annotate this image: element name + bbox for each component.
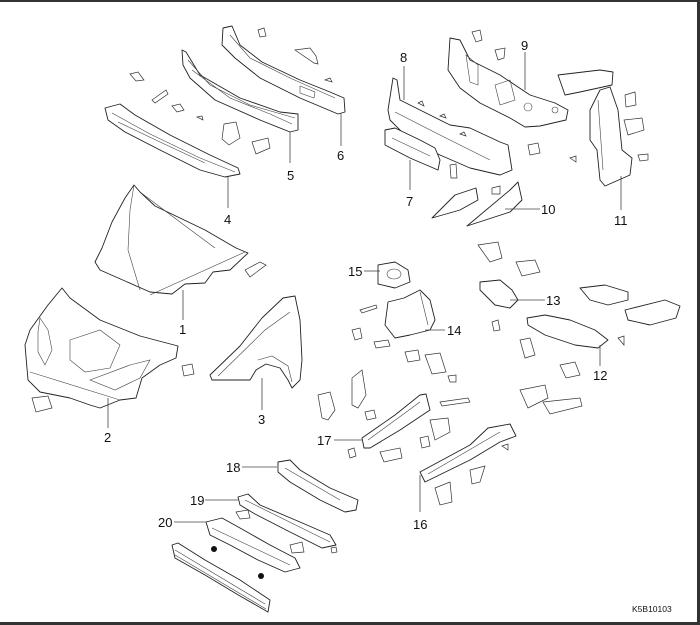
callout-7: 7 (406, 194, 413, 209)
callout-12: 12 (593, 368, 607, 383)
part-strut-mount (377, 261, 411, 289)
callout-15: 15 (348, 264, 362, 279)
part-wheel-house-panel (351, 289, 457, 383)
callout-5: 5 (287, 168, 294, 183)
part-cowl-panel-upper (129, 49, 299, 155)
callout-1: 1 (179, 322, 186, 337)
callout-16: 16 (413, 517, 427, 532)
callout-17: 17 (317, 433, 331, 448)
part-dash-cross-member (384, 127, 458, 179)
callout-2: 2 (104, 430, 111, 445)
part-floor-bracket (477, 241, 541, 332)
part-front-fender (209, 295, 303, 389)
part-cowl-panel-lower (104, 103, 241, 178)
part-front-side-member-right (419, 384, 583, 506)
frame-border-bottom (0, 622, 700, 625)
callout-14: 14 (447, 323, 461, 338)
hole-mark (258, 573, 264, 579)
part-front-side-member-left (317, 369, 471, 463)
callout-19: 19 (190, 493, 204, 508)
part-radiator-support-middle (235, 493, 338, 554)
frame-border-right (697, 0, 700, 625)
callout-4: 4 (224, 212, 231, 227)
callout-labels: 1 2 3 4 5 6 7 8 9 10 11 12 13 14 15 16 1… (104, 38, 628, 532)
reference-code: K5B10103 (632, 604, 672, 614)
part-hood-inner-panel (24, 287, 195, 413)
part-front-pillar (557, 69, 649, 187)
part-hood-outer-panel (94, 184, 267, 296)
part-dash-panel (447, 29, 569, 128)
leader-lines (107, 52, 622, 523)
callout-18: 18 (226, 460, 240, 475)
part-front-floor-side-member (519, 284, 681, 379)
frame-border-top (0, 0, 700, 2)
callout-20: 20 (158, 515, 172, 530)
hole-mark (211, 546, 217, 552)
part-radiator-support-lower (171, 517, 301, 613)
callout-13: 13 (546, 293, 560, 308)
callout-10: 10 (541, 202, 555, 217)
callout-8: 8 (400, 50, 407, 65)
part-radiator-support-upper (277, 459, 359, 513)
part-cowl-top-panel (221, 25, 346, 115)
callout-3: 3 (258, 412, 265, 427)
callout-11: 11 (614, 213, 628, 228)
callout-6: 6 (337, 148, 344, 163)
part-dash-side-bracket (431, 142, 577, 227)
callout-9: 9 (521, 38, 528, 53)
